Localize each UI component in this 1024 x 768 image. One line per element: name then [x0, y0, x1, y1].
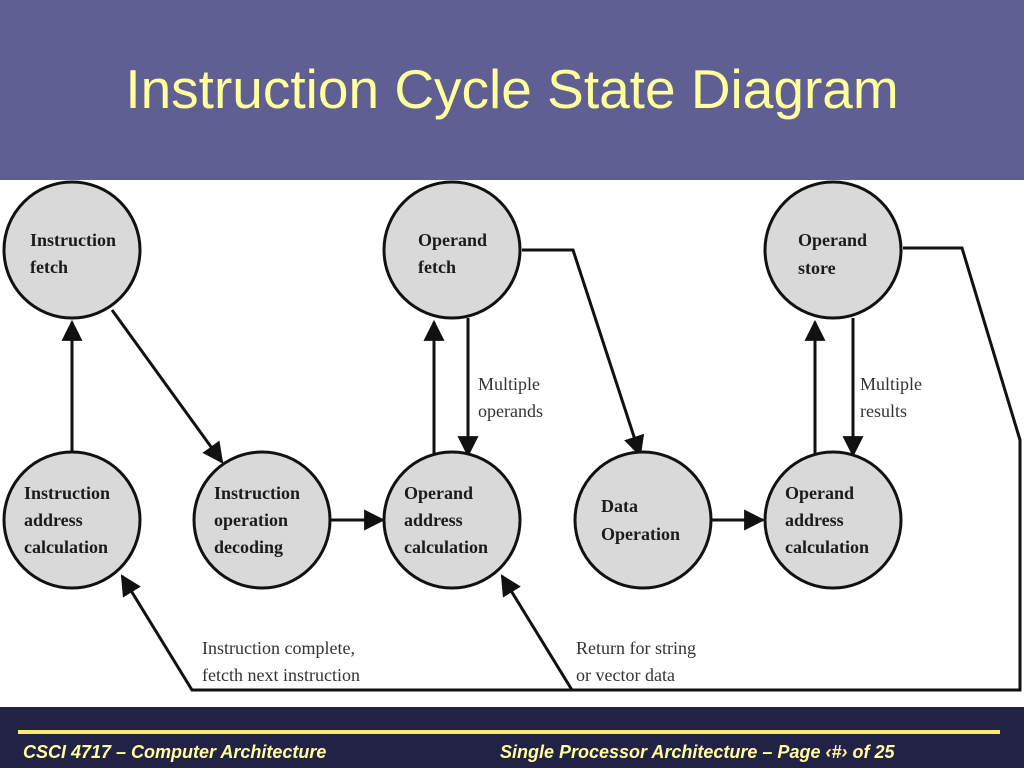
node-label: fetch: [30, 257, 68, 277]
node-label: calculation: [24, 537, 108, 557]
note-line: results: [860, 401, 907, 421]
node-label: calculation: [404, 537, 488, 557]
node-label: fetch: [418, 257, 456, 277]
node-label: Operand: [785, 483, 854, 503]
note-instruction-complete: Instruction complete, fetcth next instru…: [202, 638, 360, 685]
title-bar: [0, 0, 1024, 180]
footer-course: CSCI 4717 – Computer Architecture: [23, 742, 327, 762]
note-line: Instruction complete,: [202, 638, 355, 658]
node-label: Instruction: [30, 230, 116, 250]
node-label: Instruction: [214, 483, 300, 503]
state-diagram: Instruction fetch Operand fetch Operand …: [2, 180, 1022, 692]
note-multiple-results: Multiple results: [860, 374, 922, 421]
node-label: Data: [601, 496, 638, 516]
note-line: Multiple: [860, 374, 922, 394]
node-label: store: [798, 258, 836, 278]
node-instruction-operation-decoding: Instruction operation decoding: [192, 450, 332, 590]
node-operand-fetch: Operand fetch: [382, 180, 522, 320]
edge-ifetch-to-decode: [110, 309, 224, 464]
note-line: Multiple: [478, 374, 540, 394]
node-label: address: [785, 510, 844, 530]
node-label: Operand: [798, 230, 867, 250]
note-multiple-operands: Multiple operands: [478, 374, 543, 421]
diagram-area: Instruction fetch Operand fetch Operand …: [0, 180, 1024, 707]
slide-title: Instruction Cycle State Diagram: [125, 58, 899, 120]
node-label: Instruction: [24, 483, 110, 503]
node-label: decoding: [214, 537, 283, 557]
edge-ostore-to-iac: [120, 246, 1022, 692]
node-operand-address-calculation-1: Operand address calculation: [382, 450, 522, 590]
footer-bar: [0, 707, 1024, 768]
footer-divider: [18, 730, 1000, 734]
footer-page: Single Processor Architecture – Page ‹#›…: [500, 742, 895, 762]
node-label: address: [404, 510, 463, 530]
node-label: Operand: [404, 483, 473, 503]
note-line: or vector data: [576, 665, 675, 685]
node-label: Operand: [418, 230, 487, 250]
node-data-operation: Data Operation: [573, 450, 713, 590]
edge-return-to-oac1: [500, 574, 574, 691]
node-label: operation: [214, 510, 288, 530]
note-line: operands: [478, 401, 543, 421]
note-return-string: Return for string or vector data: [576, 638, 696, 685]
note-line: fetcth next instruction: [202, 665, 360, 685]
node-instruction-address-calculation: Instruction address calculation: [2, 450, 142, 590]
node-operand-store: Operand store: [763, 180, 903, 320]
node-label: address: [24, 510, 83, 530]
node-operand-address-calculation-2: Operand address calculation: [763, 450, 903, 590]
node-instruction-fetch: Instruction fetch: [2, 180, 142, 320]
edge-ofetch-to-data-op: [522, 248, 645, 457]
node-label: calculation: [785, 537, 869, 557]
note-line: Return for string: [576, 638, 696, 658]
node-label: Operation: [601, 524, 680, 544]
